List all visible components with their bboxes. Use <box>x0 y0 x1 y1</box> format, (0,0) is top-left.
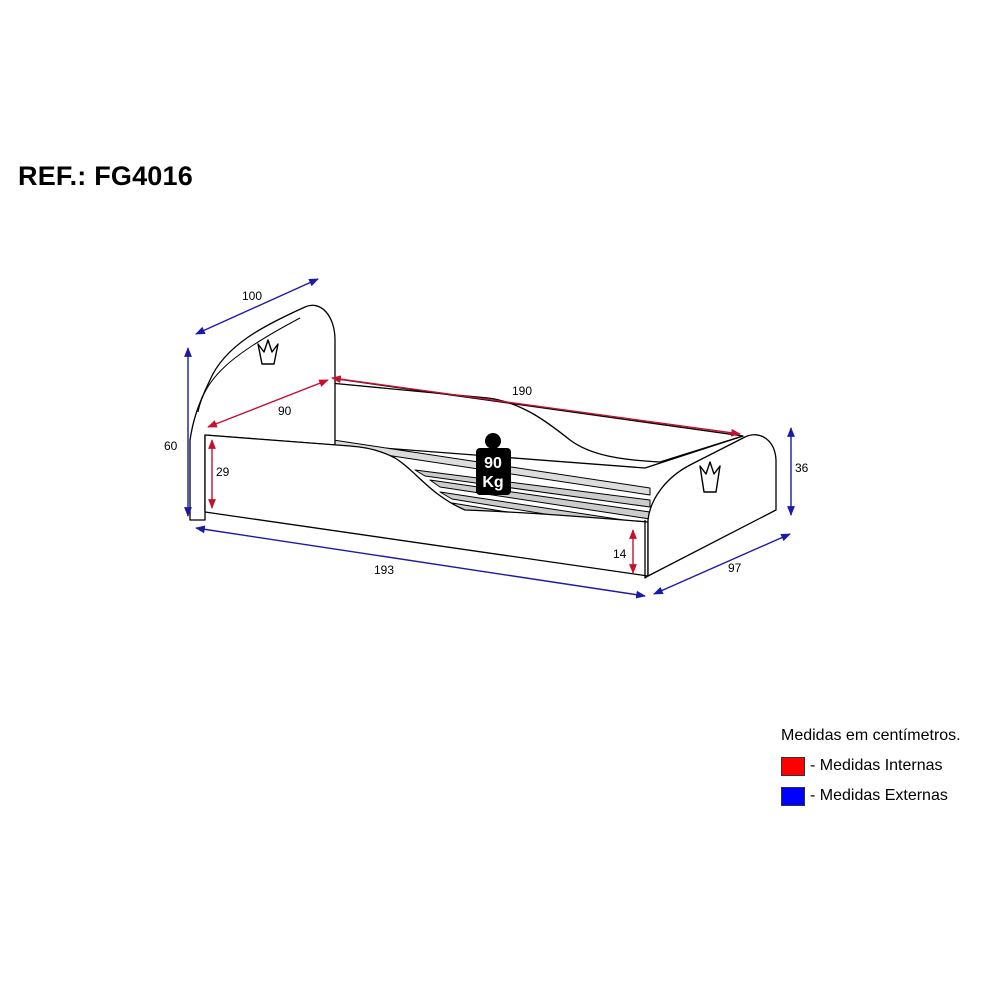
dim-inner-height: 29 <box>216 465 230 479</box>
dim-line-inner-length <box>331 375 741 437</box>
weight-tag: 90 Kg <box>476 433 511 495</box>
dim-outer-height: 60 <box>164 439 178 453</box>
legend-label-external: - Medidas Externas <box>810 787 948 804</box>
legend-label-internal: - Medidas Internas <box>810 757 943 774</box>
legend: Medidas em centímetros. - Medidas Intern… <box>781 727 961 815</box>
weight-unit: Kg <box>482 474 503 491</box>
dim-line-outer-width <box>653 533 791 595</box>
dim-line-outer-length <box>195 525 646 599</box>
dim-clearance: 14 <box>613 547 627 561</box>
weight-value: 90 <box>484 455 502 472</box>
legend-swatch-internal <box>781 756 805 776</box>
dim-headboard-depth: 100 <box>242 289 262 303</box>
dim-outer-length: 193 <box>374 563 394 577</box>
legend-item-external: - Medidas Externas <box>781 785 961 807</box>
dim-line-headboard-depth <box>195 278 319 335</box>
dim-inner-length: 190 <box>512 384 532 398</box>
dim-foot-height: 36 <box>795 461 809 475</box>
dim-line-inner-width <box>207 379 329 428</box>
dim-outer-width: 97 <box>728 561 742 575</box>
legend-title: Medidas em centímetros. <box>781 727 961 744</box>
dim-inner-width: 90 <box>278 404 292 418</box>
legend-swatch-external <box>781 786 805 806</box>
bed-outline <box>189 304 777 579</box>
legend-item-internal: - Medidas Internas <box>781 755 961 777</box>
reference-code: REF.: FG4016 <box>18 161 193 191</box>
crown-icon-foot <box>699 461 721 493</box>
crown-icon-head <box>257 339 279 365</box>
